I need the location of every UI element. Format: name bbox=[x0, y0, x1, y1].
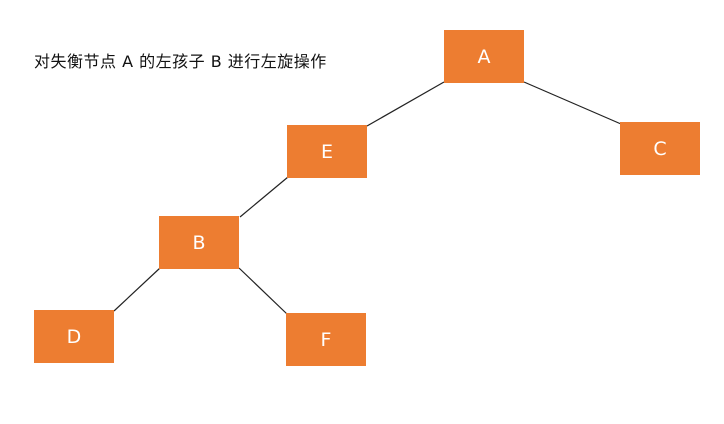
diagram-caption: 对失衡节点 A 的左孩子 B 进行左旋操作 bbox=[34, 52, 327, 71]
tree-node-b: B bbox=[159, 216, 239, 269]
tree-node-d: D bbox=[34, 310, 114, 363]
edge-a-e bbox=[366, 81, 445, 127]
tree-node-f: F bbox=[286, 313, 366, 366]
tree-node-e: E bbox=[287, 125, 367, 178]
edge-a-c bbox=[523, 81, 622, 125]
edge-b-d bbox=[113, 267, 161, 312]
edge-b-f bbox=[238, 267, 288, 315]
tree-node-a: A bbox=[444, 30, 524, 83]
edge-e-b bbox=[239, 176, 289, 218]
tree-node-c: C bbox=[620, 122, 700, 175]
